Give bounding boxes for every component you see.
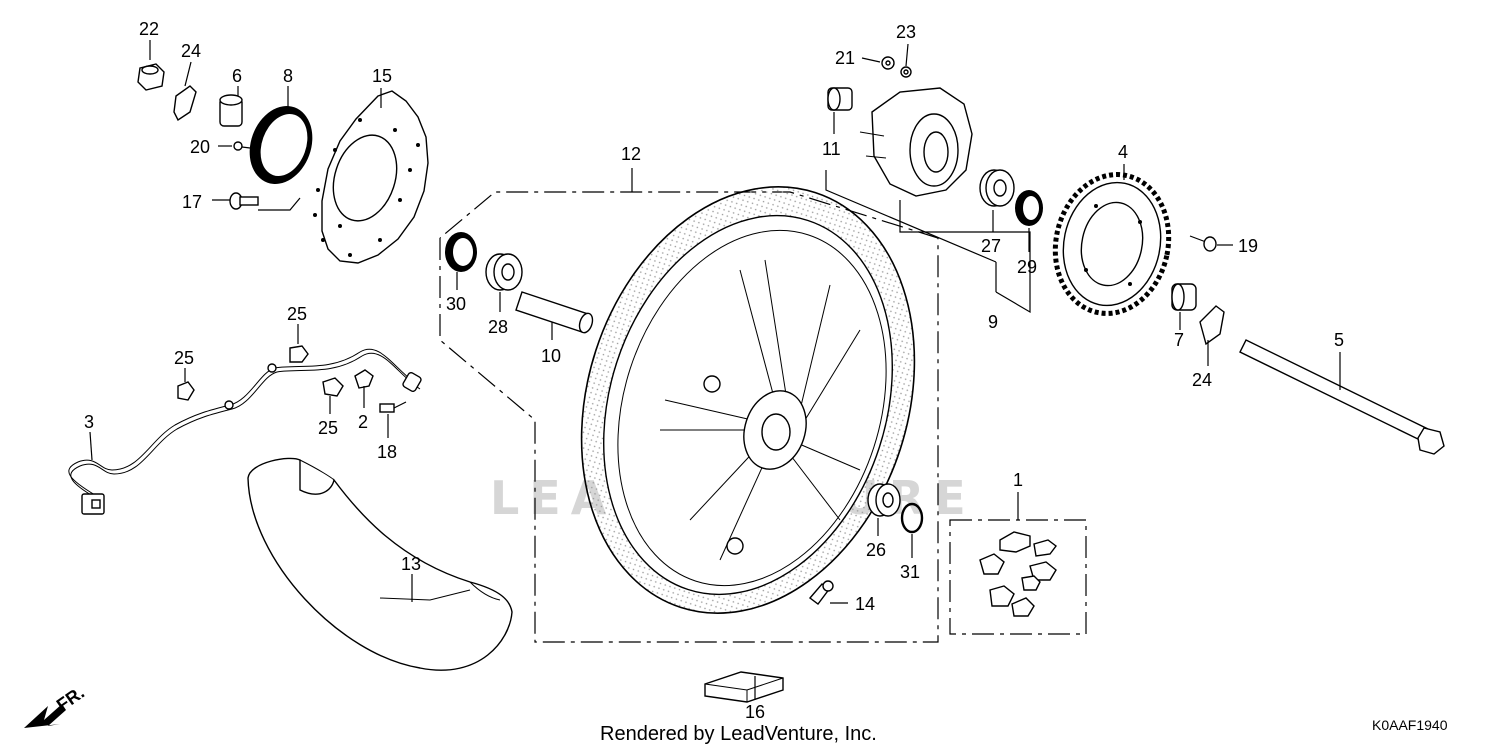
brake-disc: [313, 90, 429, 264]
bracket-24-right: [1199, 305, 1225, 346]
wheel: [580, 186, 916, 614]
part-label-2: 2: [358, 412, 368, 432]
part-label-7: 7: [1174, 330, 1184, 350]
part-label-23: 23: [896, 22, 916, 42]
part-label-13: 13: [401, 554, 421, 574]
part-label-31: 31: [900, 562, 920, 582]
washer-23: [900, 66, 912, 78]
part-label-26: 26: [866, 540, 886, 560]
part-label-18: 18: [377, 442, 397, 462]
tire-valve: [808, 580, 834, 605]
disc-cover-ring: [249, 106, 313, 184]
clip-25-c: [322, 377, 344, 397]
part-label-21: 21: [835, 48, 855, 68]
part-label-9: 9: [988, 312, 998, 332]
damper-rubber-set: [979, 531, 1057, 617]
render-credit: Rendered by LeadVenture, Inc.: [600, 723, 877, 745]
part-label-16: 16: [745, 702, 765, 722]
part-label-24b: 24: [1192, 370, 1212, 390]
collar-7: [1171, 283, 1197, 311]
bracket-24-left: [173, 85, 197, 122]
nut-22: [137, 63, 165, 91]
sprocket: [1052, 172, 1172, 316]
screw-20: [233, 141, 251, 151]
part-label-27: 27: [981, 236, 1001, 256]
bolt-18: [379, 401, 407, 413]
bearing-26: [867, 483, 901, 517]
part-label-25a: 25: [287, 304, 307, 324]
part-label-11: 11: [822, 139, 841, 159]
part-label-6: 6: [232, 66, 242, 86]
part-label-1: 1: [1013, 470, 1023, 490]
seal-29: [1015, 190, 1043, 226]
part-label-20: 20: [190, 137, 210, 157]
driven-flange: [859, 87, 973, 197]
part-label-29: 29: [1017, 257, 1037, 277]
part-label-19: 19: [1238, 236, 1258, 256]
drawing-code: K0AAF1940: [1372, 717, 1448, 733]
o-ring-31: [900, 502, 924, 534]
part-label-17: 17: [182, 192, 202, 212]
collar-6: [219, 94, 243, 127]
part-label-28: 28: [488, 317, 508, 337]
front-direction-arrow: FR.: [24, 682, 88, 728]
collar-11: [827, 87, 853, 111]
part-label-25c: 25: [318, 418, 338, 438]
axle: [1239, 339, 1445, 455]
wheel-assembly-boundary: [439, 191, 939, 643]
part-label-24a: 24: [181, 41, 201, 61]
part-label-25b: 25: [174, 348, 194, 368]
part-label-5: 5: [1334, 330, 1344, 350]
part-label-12: 12: [621, 144, 641, 164]
clip-25-a: [177, 381, 195, 401]
clip-25-b: [289, 345, 309, 363]
part-label-10: 10: [541, 346, 561, 366]
spacer-10: [515, 291, 594, 334]
balance-weight: [704, 671, 784, 703]
nut-21: [881, 56, 895, 70]
tire: [247, 457, 513, 671]
bolt-17: [229, 192, 259, 210]
part-label-15: 15: [372, 66, 392, 86]
part-label-8: 8: [283, 66, 293, 86]
part-number-labels: 22 24 6 8 15 20 17 12 30 28 10 25 25 25 …: [84, 19, 1344, 722]
speed-sensor-harness: [68, 348, 422, 515]
part-label-14: 14: [855, 594, 875, 614]
part-label-30: 30: [446, 294, 466, 314]
seal-30: [445, 232, 477, 272]
bearing-28: [485, 253, 523, 291]
part-label-3: 3: [84, 412, 94, 432]
part-label-22: 22: [139, 19, 159, 39]
bolt-19: [1189, 235, 1217, 252]
part-label-4: 4: [1118, 142, 1128, 162]
bearing-27: [979, 169, 1015, 207]
clip-2: [354, 369, 374, 389]
